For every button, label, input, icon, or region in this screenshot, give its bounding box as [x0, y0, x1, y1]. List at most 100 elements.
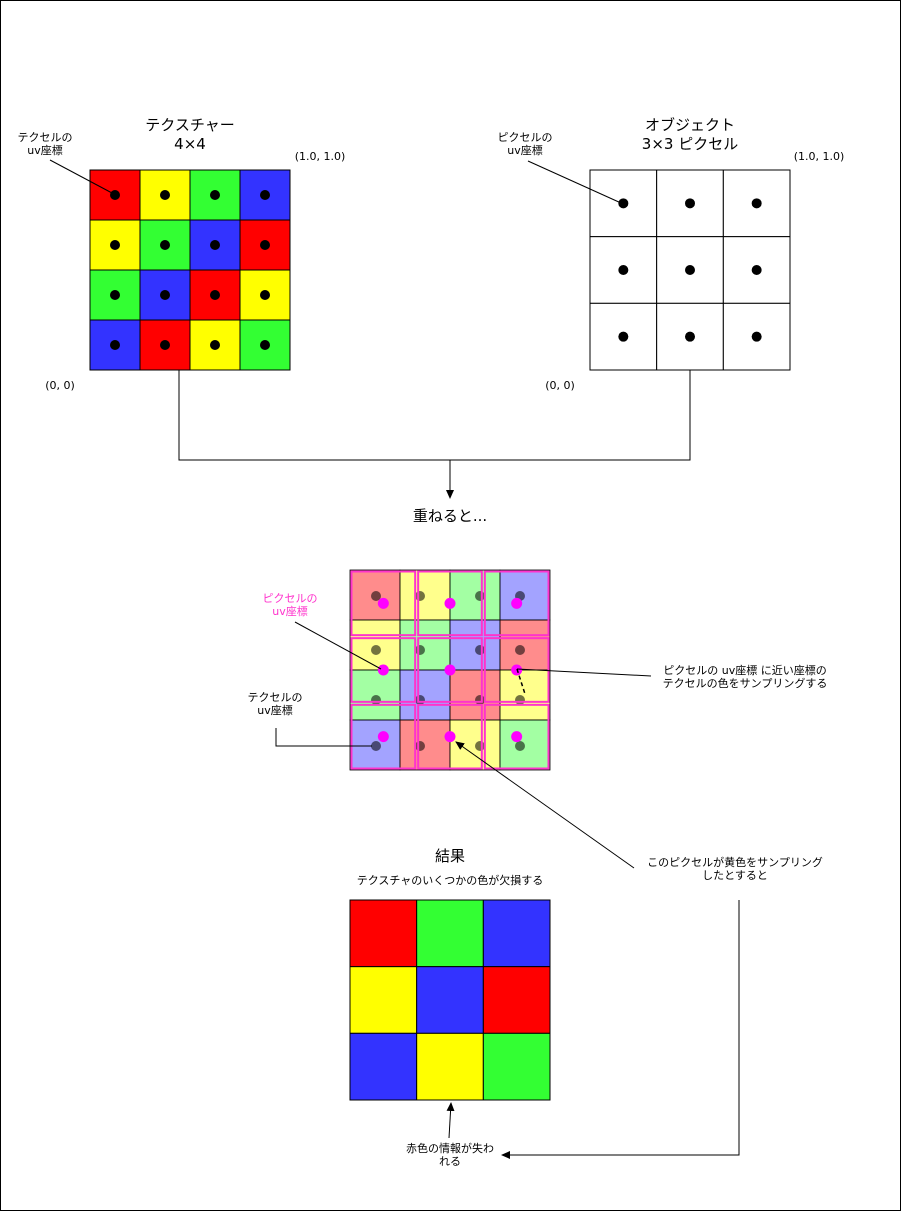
overlay-texel-2-1: [399, 669, 451, 721]
overlay-texel-0-0: [349, 569, 401, 621]
overlay-texel-0-3: [499, 569, 551, 621]
overlay-texel-2-3: [499, 669, 551, 721]
texel-uv-dot: [260, 240, 270, 250]
overlay-texel-uv-dot: [371, 591, 381, 601]
object-pixel-grid: [589, 169, 791, 371]
pixel-label-line1: ピクセルの: [497, 131, 553, 144]
overlay-pixel-2-1: [417, 703, 483, 770]
overlay-texel-uv-dot: [475, 695, 485, 705]
lost-note-line2: れる: [439, 1155, 461, 1168]
result-pixel-0-0: [349, 899, 418, 968]
pixel-uv-dot: [685, 331, 695, 342]
sampling-note: ピクセルの uv座標 に近い座標のテクセルの色をサンプリングする: [645, 664, 845, 690]
overlay-pixel-2-0: [350, 703, 417, 770]
pixel-uv-dot: [618, 198, 629, 209]
overlay-texel-3-2: [449, 719, 501, 771]
overlay-texel-3-3: [499, 719, 551, 771]
result-pixel-1-0: [349, 966, 418, 1034]
object-corner-bottom-left: (0, 0): [545, 379, 575, 392]
overlay-texel-label-line1: テクセルの: [247, 691, 303, 704]
result-pixel-0-2: [482, 899, 551, 968]
yellow-sampling-note: このピクセルが黄色をサンプリングしたとすると: [630, 856, 840, 882]
overlay-texel-1-3: [499, 619, 551, 671]
texel-uv-dot: [210, 190, 220, 200]
lost-note-arrow: [501, 900, 740, 1159]
overlay-pixel-1-0: [350, 637, 417, 703]
lost-info-note: 赤色の情報が失われる: [395, 1142, 505, 1168]
overlay-pixel-leader: [294, 621, 382, 670]
result-pixel-2-0: [349, 1032, 418, 1101]
pixel-uv-dot: [618, 265, 629, 275]
object-title-line2: 3×3 ピクセル: [641, 135, 739, 153]
texture-title-line2: 4×4: [174, 135, 206, 153]
overlay-grid: [349, 569, 551, 771]
overlay-pixel-uv-dot: [377, 664, 389, 676]
overlay-texel-uv-dot: [415, 741, 425, 751]
texel-label-line1: テクセルの: [17, 131, 73, 144]
overlay-texel-uv-dot: [515, 741, 525, 751]
overlay-texel-uv-dot: [415, 695, 425, 705]
pixel-label-leader: [527, 160, 622, 204]
overlay-texel-uv-dot: [415, 591, 425, 601]
overlay-pixel-0-1: [417, 570, 483, 637]
pixel-label-line2: uv座標: [507, 144, 543, 157]
overlay-texel-2-0: [349, 669, 401, 721]
texel-uv-dot: [110, 190, 120, 200]
overlay-texel-label-line2: uv座標: [257, 704, 293, 717]
pixel-uv-dot: [618, 331, 629, 342]
overlay-pixel-uv-dot: [377, 731, 389, 743]
result-arrow: [446, 1102, 455, 1139]
texel-uv-dot: [210, 290, 220, 300]
texel-label-leader: [49, 159, 113, 194]
overlay-pixel-0-2: [483, 570, 550, 637]
overlay-texel-3-1: [399, 719, 451, 771]
texel-uv-dot: [210, 340, 220, 350]
texture-grid: [89, 169, 291, 371]
overlay-pixel-uv-dot: [444, 731, 456, 743]
overlay-pixel-uv-dot: [511, 597, 523, 609]
result-pixel-0-1: [416, 899, 484, 968]
result-pixel-1-1: [416, 966, 484, 1034]
overlay-pixel-1-1: [417, 637, 483, 703]
texel-uv-dot: [260, 190, 270, 200]
pixel-uv-dot: [751, 265, 762, 275]
yellow-note-line2: したとすると: [702, 869, 768, 882]
overlay-texel-uv-dot: [475, 645, 485, 655]
overlay-texel-2-2: [449, 669, 501, 721]
overlay-pixel-uv-dot: [444, 664, 456, 676]
texture-corner-top-right: (1.0, 1.0): [294, 150, 346, 163]
overlay-pixel-label-line2: uv座標: [272, 605, 308, 618]
texel-uv-dot: [210, 240, 220, 250]
texel-uv-dot: [160, 240, 170, 250]
merge-connector: [178, 370, 691, 499]
overlay-caption: 重ねると...: [412, 507, 488, 525]
texel-uv-dot: [260, 290, 270, 300]
overlay-texel-0-1: [399, 569, 451, 621]
texel-label-line2: uv座標: [27, 144, 63, 157]
texture-corner-bottom-left: (0, 0): [45, 379, 75, 392]
sampling-note-line2: テクセルの色をサンプリングする: [662, 677, 828, 690]
overlay-texel-uv-dot: [371, 695, 381, 705]
result-pixel-2-1: [416, 1032, 484, 1101]
texel-uv-dot: [110, 240, 120, 250]
yellow-note-line1: このピクセルが黄色をサンプリング: [647, 856, 823, 869]
result-title: 結果: [434, 847, 465, 865]
texel-uv-dot: [160, 190, 170, 200]
object-corner-top-right: (1.0, 1.0): [793, 150, 845, 163]
overlay-pixel-label-line1: ピクセルの: [262, 592, 318, 605]
overlay-texel-leader: [275, 728, 372, 747]
sampling-note-leader: [516, 668, 652, 677]
result-pixel-1-2: [482, 966, 551, 1034]
pixel-uv-dot: [685, 265, 695, 275]
overlay-texel-1-0: [349, 619, 401, 671]
texel-uv-dot: [110, 290, 120, 300]
overlay-pixel-uv-dot: [444, 597, 456, 609]
texel-uv-dot: [160, 290, 170, 300]
